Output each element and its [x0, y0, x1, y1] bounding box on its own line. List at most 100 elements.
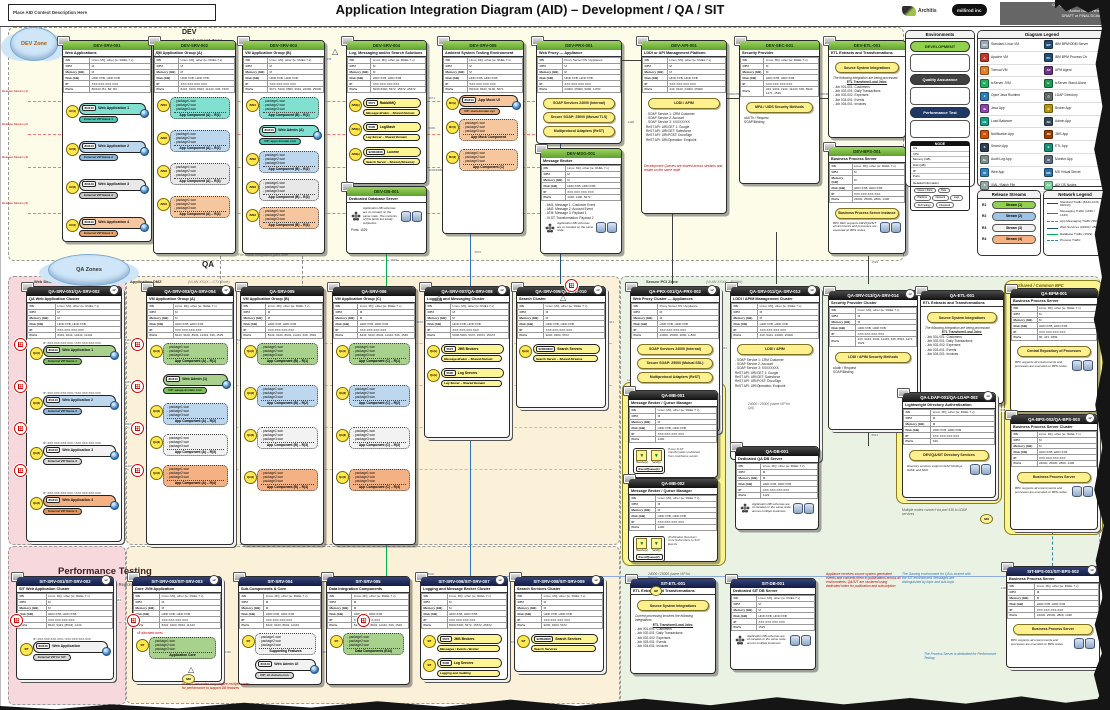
package-line: - package1.war: [263, 98, 285, 103]
card-header: QA-DB-001: [736, 447, 818, 456]
node-template-tag: Logs: [950, 194, 963, 201]
spec-row: Disk (GB)HDD:XXB, HDD:XXB: [147, 320, 233, 328]
spec-label: Memory (GB): [240, 314, 267, 322]
component-box: QA(4)- package1.war- package2.war- packa…: [244, 468, 318, 491]
jvm-circle: QA(2): [150, 404, 163, 418]
vip-label: External VIP Name 3: [79, 191, 118, 199]
standard-linux-vm-icon: VM: [980, 40, 989, 50]
jvm-circle: SIT: [423, 659, 436, 673]
annotation-note: 24000 / 25000 (same VIP for Proxy): [648, 572, 691, 581]
annotation-note: Appliance receives source system generat…: [826, 572, 901, 589]
firewall-icon: [14, 422, 27, 435]
package-line: - package3.war: [153, 647, 175, 651]
package-line: - package2.war: [263, 102, 285, 107]
card-subtitle: Data Integration Components: [327, 586, 409, 593]
card-subtitle: Search Services Cluster: [515, 586, 603, 593]
wire-port-label: 10443: [124, 422, 134, 426]
spec-row: Memory (GB)M: [730, 314, 819, 322]
db-cylinder-icon: [1085, 637, 1095, 649]
spec-value: M: [370, 62, 426, 70]
package-line: - package1.war: [353, 386, 375, 391]
spec-value: M: [561, 62, 622, 70]
ms-virtual-server-icon: MS: [1044, 168, 1053, 178]
spec-value: HDD:XXB, HDD:XXB: [763, 74, 819, 82]
spec-value: 1490: [655, 523, 717, 531]
text-line: - Job 002-002: Expenses: [635, 635, 671, 640]
spec-value: M: [760, 474, 818, 482]
component-box: QA(1)- package1.war- package2.war- packa…: [244, 342, 318, 365]
legend-label: IBM BPM/ODM Server: [1055, 42, 1089, 47]
spec-value: XXX.XXX.XXX.XXX: [265, 326, 323, 333]
spec-value: 8443, 9100, 8943, 11443: [159, 621, 221, 629]
diagram-legend-title: Diagram Legend: [978, 31, 1106, 39]
legend-label: IBM BPM Process Ctr: [1055, 54, 1088, 59]
firewall-brick: [135, 384, 140, 389]
ldap-directory-icon: △: [332, 47, 339, 56]
package-line: - package3.war: [259, 642, 281, 647]
jvm-circle: QA(4): [150, 466, 163, 480]
node-template-footer: Detailed Information: [913, 180, 939, 185]
spec-label: IP: [730, 326, 759, 333]
spec-row: Memory (GB)M: [27, 314, 122, 322]
spec-value: XXX.XXX.XXX.XXX: [655, 430, 717, 437]
card-subtitle: Ambient System Testing Environment: [443, 50, 523, 57]
spec-label: Memory (GB): [628, 418, 657, 426]
legend-label: MS Virtual Server: [1055, 169, 1081, 174]
cluster-count-badge: x2: [905, 289, 915, 299]
spec-row: Disk (GB)HDD:XXB, HDD:XXB: [735, 480, 818, 488]
cluster-count-badge: x2: [593, 285, 603, 295]
wire-port-label: 9200/9300: [428, 168, 443, 172]
service-name: Search Servers: [557, 346, 582, 351]
meta-status: DRAFT or FINAL DC##: [1061, 14, 1100, 19]
spec-value: M: [370, 68, 426, 76]
db-note-block: Application DB schemas are co-located on…: [545, 221, 617, 234]
context-description-box: Place AID Context Description Here: [8, 4, 216, 21]
network-label: Standard Traffic (8443-1243, 80/443): [1060, 199, 1100, 207]
package-line: - package2.war: [167, 470, 189, 475]
network-line-sample: [1047, 227, 1058, 229]
zone-label: Secure PCI Zone: [646, 279, 678, 284]
component-box: QA(2)- package1.war- package2.war- packa…: [244, 384, 318, 407]
globe-icon: [140, 108, 149, 118]
component-title: App Component (B) – R(2): [261, 399, 314, 405]
component-box: QA(2)- package1.war- package2.war- packa…: [150, 402, 228, 425]
annotation-note: 24000 / 25000 (same VIP for QA): [748, 402, 791, 411]
spec-label: Memory (GB): [630, 314, 659, 322]
spec-label: Ports: [346, 85, 372, 93]
legend-label: APM Agent: [1055, 67, 1072, 72]
spec-value: HDD:XXB, HDD:XXB: [930, 426, 995, 434]
spec-value: 5671, 5100, 9800, 9091, 24000, 25000: [267, 85, 324, 93]
ibm-bpm-process-ctr-icon: PC: [1044, 53, 1053, 63]
globe-icon: [222, 379, 231, 389]
package-line: - package3.war: [167, 352, 189, 357]
component-title: App Component (A) – R(1): [167, 357, 224, 363]
node-template-field: IP: [911, 168, 969, 174]
component-title: App Component (C) – R(4): [353, 483, 406, 489]
